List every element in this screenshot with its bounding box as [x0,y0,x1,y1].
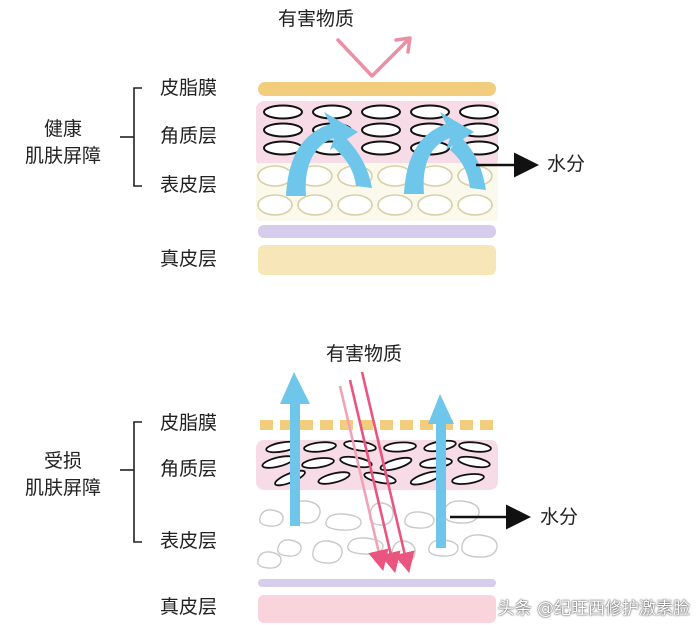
damaged-epidermis-cell [325,513,362,531]
healthy-sebum-layer [258,82,496,96]
healthy-water-arcs [286,112,486,196]
damaged-epidermis-cell [257,551,282,569]
sebum-fragment [320,420,333,430]
damaged-label-sebum: 皮脂膜 [160,412,218,434]
healthy-barrier-diagram [120,36,539,275]
corneum-cell [263,104,303,120]
damaged-barrier-diagram [120,371,531,623]
healthy-harmful-arrow [336,36,412,78]
healthy-bracket [120,87,142,187]
damaged-corneum-cell [458,441,492,453]
damaged-label-dermis: 真皮层 [160,596,218,618]
sebum-fragment [380,420,393,430]
damaged-epidermis-cell [404,511,435,529]
water-up-arrow-left [280,372,310,526]
water-arc-right [404,112,474,194]
corneum-cell [263,122,303,138]
healthy-label-corneum: 角质层 [160,125,218,147]
epidermis-cell [457,194,493,216]
epidermis-cell [377,194,413,216]
healthy-epidermis-cells [257,165,493,216]
corneum-cell [459,104,499,120]
damaged-corneum-cell [303,441,337,453]
damaged-corneum-cell [379,456,413,472]
water-arc-right-b [450,136,486,190]
sebum-fragment [300,420,313,430]
damaged-corneum-cell [451,473,485,485]
healthy-group-label: 健康 肌肤屏障 [8,116,118,170]
damaged-water-label: 水分 [540,506,579,528]
damaged-corneum-cell [301,457,335,469]
water-up-arrow-right [428,394,454,548]
damaged-group-line1: 受损 [43,450,82,472]
damaged-group-label: 受损 肌肤屏障 [8,448,118,502]
watermark: 头条 @纪旺西修护激素脸 [497,599,690,619]
healthy-label-sebum: 皮脂膜 [160,77,218,99]
damaged-epidermis-cell [461,534,498,558]
sebum-fragment [260,420,273,430]
water-arc-left [286,112,358,196]
damaged-corneum-cell [383,441,417,453]
sebum-fragment [340,420,353,430]
damaged-corneum-cell [457,455,491,469]
damaged-basement-band [258,579,496,587]
healthy-label-epidermis: 表皮层 [160,174,218,196]
sebum-fragment [440,420,453,430]
healthy-water-label: 水分 [547,153,586,175]
sebum-fragment [280,420,293,430]
epidermis-cell [257,165,293,187]
sebum-fragment [360,420,373,430]
healthy-label-dermis: 真皮层 [160,248,218,270]
damaged-label-corneum: 角质层 [160,458,218,480]
corneum-cell [361,104,401,120]
epidermis-cell [297,194,333,216]
epidermis-cell [417,194,453,216]
damaged-corneum-cell [317,471,351,485]
healthy-dermis-layer [258,245,496,275]
damaged-group-line2: 肌肤屏障 [24,477,101,499]
damaged-epidermis-cell [443,500,480,524]
healthy-group-line1: 健康 [43,118,82,140]
damaged-epidermis-cell [259,509,284,527]
healthy-group-line2: 肌肤屏障 [24,145,101,167]
healthy-harmful-label: 有害物质 [278,8,355,30]
epidermis-cell [337,194,373,216]
healthy-basement-band [258,225,496,238]
water-arc-left-b [334,134,372,188]
damaged-harmful-arrows [338,371,415,574]
epidermis-cell [257,194,293,216]
corneum-cell [410,104,450,120]
corneum-cell [312,104,352,120]
sebum-fragment [420,420,433,430]
damaged-label-epidermis: 表皮层 [160,530,218,552]
damaged-sebum-layer [260,420,493,430]
damaged-corneum-cell [343,440,377,452]
damaged-epidermis-cell [277,539,302,557]
corneum-cell [361,122,401,138]
damaged-dermis-layer [258,595,496,623]
sebum-fragment [460,420,473,430]
damaged-harmful-label: 有害物质 [326,343,403,365]
sebum-fragment [400,420,413,430]
damaged-bracket [120,421,142,543]
damaged-water-up-arrows [280,372,454,548]
sebum-fragment [480,420,493,430]
damaged-epidermis-cell [312,540,343,564]
corneum-cell [361,140,401,156]
